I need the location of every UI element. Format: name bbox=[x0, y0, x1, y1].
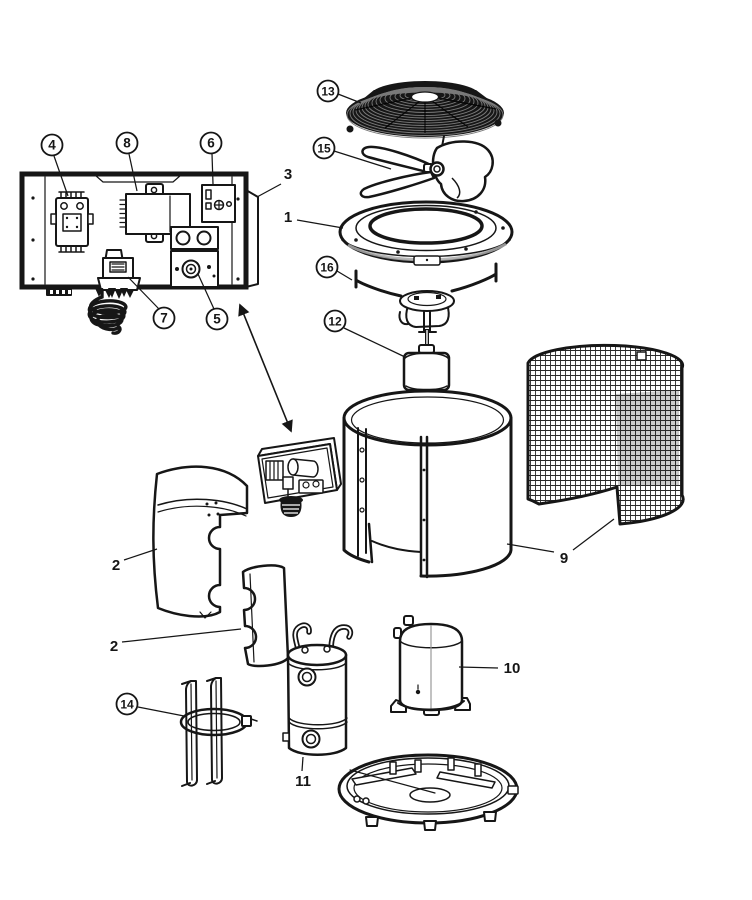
callout-label: 4 bbox=[48, 138, 56, 153]
fan-motor-part bbox=[402, 329, 451, 392]
compressor-part bbox=[390, 615, 471, 716]
evaporator-coil-part bbox=[526, 343, 685, 526]
callout-label: 6 bbox=[207, 136, 215, 151]
electrical-subpanel-part bbox=[257, 437, 342, 517]
terminal-block-part bbox=[170, 226, 219, 250]
body-cylinder-part bbox=[342, 389, 513, 579]
heat-exchanger-part bbox=[282, 622, 354, 756]
callout-9: 9 bbox=[560, 550, 568, 567]
callout-label: 1 bbox=[284, 209, 292, 226]
contactor-part bbox=[50, 191, 94, 253]
callout-label: 14 bbox=[120, 697, 134, 711]
assembly-direction-arrow bbox=[238, 303, 293, 433]
guard-hub-hole bbox=[410, 91, 440, 103]
callout-label: 13 bbox=[321, 84, 335, 98]
callout-2-upper: 2 bbox=[112, 557, 120, 574]
callout-label: 12 bbox=[328, 314, 342, 328]
callout-3: 3 bbox=[284, 166, 292, 183]
callout-6: 6 bbox=[199, 131, 223, 155]
side-panel-a-part bbox=[152, 465, 249, 619]
fan-blade-part bbox=[359, 135, 494, 203]
callout-label: 3 bbox=[284, 166, 292, 183]
callout-13: 13 bbox=[316, 79, 340, 103]
callout-label: 11 bbox=[295, 773, 311, 790]
coiled-wire bbox=[87, 288, 128, 335]
leader-lines bbox=[53, 93, 615, 772]
callout-11: 11 bbox=[295, 773, 311, 790]
callout-label: 2 bbox=[112, 557, 120, 574]
motor-mount-bracket-part bbox=[354, 262, 498, 333]
callout-12: 12 bbox=[323, 309, 347, 333]
callout-10: 10 bbox=[504, 660, 521, 677]
callout-label: 8 bbox=[123, 136, 131, 151]
callout-7: 7 bbox=[152, 306, 176, 330]
callout-4: 4 bbox=[40, 133, 64, 157]
callout-16: 16 bbox=[315, 255, 339, 279]
mesh-top-notch bbox=[636, 351, 647, 361]
callout-label: 10 bbox=[504, 660, 521, 677]
callout-label: 7 bbox=[160, 311, 168, 326]
callout-label: 2 bbox=[110, 638, 118, 655]
callout-14: 14 bbox=[115, 692, 139, 716]
callout-label: 16 bbox=[320, 260, 334, 274]
callout-1: 1 bbox=[284, 209, 292, 226]
venturi-ring-part bbox=[338, 200, 514, 266]
callout-8: 8 bbox=[115, 131, 139, 155]
solenoid-valve-part bbox=[97, 249, 141, 299]
mounting-bracket-part bbox=[179, 677, 258, 787]
base-pan-part bbox=[337, 753, 519, 831]
control-box-assembly bbox=[19, 171, 259, 335]
callout-2-lower: 2 bbox=[110, 638, 118, 655]
callout-5: 5 bbox=[205, 307, 229, 331]
callout-label: 5 bbox=[213, 312, 221, 327]
control-board-part bbox=[201, 184, 236, 223]
callout-label: 9 bbox=[560, 550, 568, 567]
fan-guard-part bbox=[346, 81, 504, 139]
callout-label: 15 bbox=[317, 141, 331, 155]
bottom-terminal-strip bbox=[46, 288, 128, 298]
side-panel-b-part bbox=[241, 564, 290, 668]
pressure-switch-part bbox=[170, 250, 219, 288]
callout-15: 15 bbox=[312, 136, 336, 160]
